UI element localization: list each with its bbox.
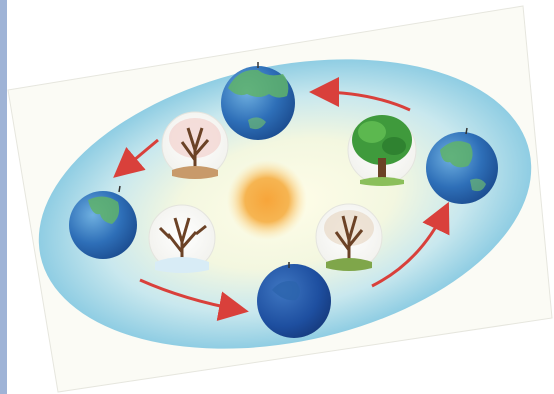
tree-spring-icon	[162, 112, 228, 179]
sun-icon	[227, 160, 307, 240]
tree-autumn-icon	[316, 204, 382, 271]
tree-winter-icon	[149, 205, 215, 273]
